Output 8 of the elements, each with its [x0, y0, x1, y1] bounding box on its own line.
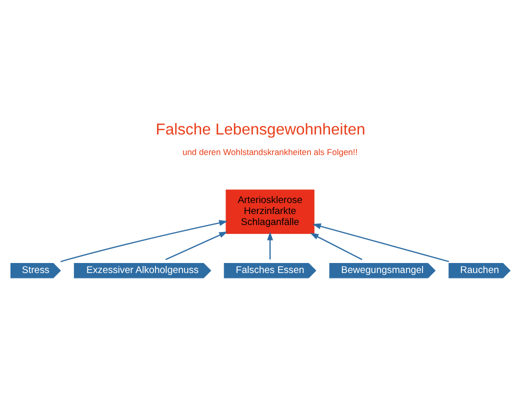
label: und deren Wohlstandskrankheiten als Folgen!! [182, 146, 358, 157]
arrow [310, 232, 362, 260]
diagram-title: Falsche Lebensgewohnheiten [156, 120, 366, 138]
node-box: Arteriosklerose Herzinfarkte Schlaganfälle [226, 189, 314, 234]
arrow [60, 220, 228, 262]
arrow [165, 231, 228, 260]
arrow [267, 231, 274, 259]
arrow [312, 222, 450, 262]
